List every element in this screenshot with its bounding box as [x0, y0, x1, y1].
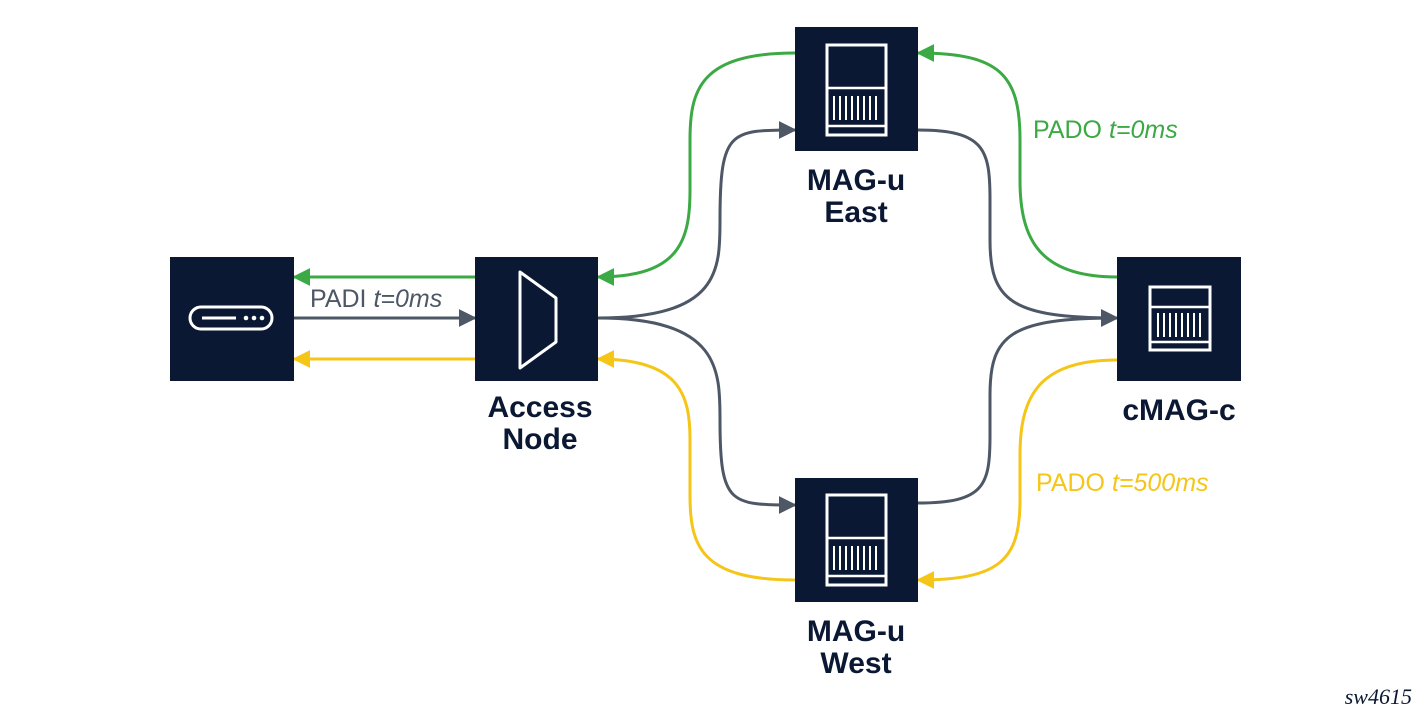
mag-u-east-node	[795, 27, 918, 151]
pado-west-label-time: t=500ms	[1112, 469, 1209, 497]
figure-id: sw4615	[1345, 684, 1412, 709]
mag-u-east-label-line2: East	[824, 196, 887, 229]
chassis-icon	[825, 493, 888, 587]
chassis-icon	[825, 43, 888, 137]
mag-u-west-label-line2: West	[820, 647, 891, 680]
pado-east-to-access-arrow	[596, 51, 796, 286]
padi-label-name: PADI	[310, 285, 367, 313]
padi-label: PADI t=0ms	[310, 285, 442, 313]
pado-east-label-time: t=0ms	[1109, 116, 1178, 144]
padi-east-to-cmag-arrow	[917, 128, 1119, 327]
pado-west-label-name: PADO	[1036, 469, 1105, 497]
pado-west-label: PADO t=500ms	[1036, 469, 1209, 497]
pado-east-label-name: PADO	[1033, 116, 1102, 144]
mag-u-west-label-line1: MAG-u	[807, 615, 905, 648]
padi-access-to-west-arrow	[597, 316, 797, 514]
cmag-c-node	[1117, 257, 1241, 381]
mag-u-west-node	[795, 478, 918, 602]
padi-label-time: t=0ms	[373, 285, 442, 313]
cmag-c-label: cMAG-c	[1122, 394, 1235, 427]
pado-cmag-to-west-arrow	[916, 358, 1118, 589]
pado-west-to-access-arrow	[596, 350, 796, 582]
client-node	[170, 257, 294, 381]
access-node-label-line2: Node	[503, 423, 578, 456]
access-node-icon	[518, 270, 558, 370]
access-node-label-line1: Access	[487, 391, 592, 424]
modem-icon	[188, 305, 274, 331]
pado-east-label: PADO t=0ms	[1033, 116, 1178, 144]
pado-cmag-to-east-arrow	[916, 44, 1118, 279]
access-node	[475, 257, 598, 381]
chassis-icon	[1148, 285, 1212, 352]
mag-u-east-label-line1: MAG-u	[807, 164, 905, 197]
padi-access-to-east-arrow	[597, 121, 797, 320]
padi-west-to-cmag-arrow	[917, 309, 1119, 505]
